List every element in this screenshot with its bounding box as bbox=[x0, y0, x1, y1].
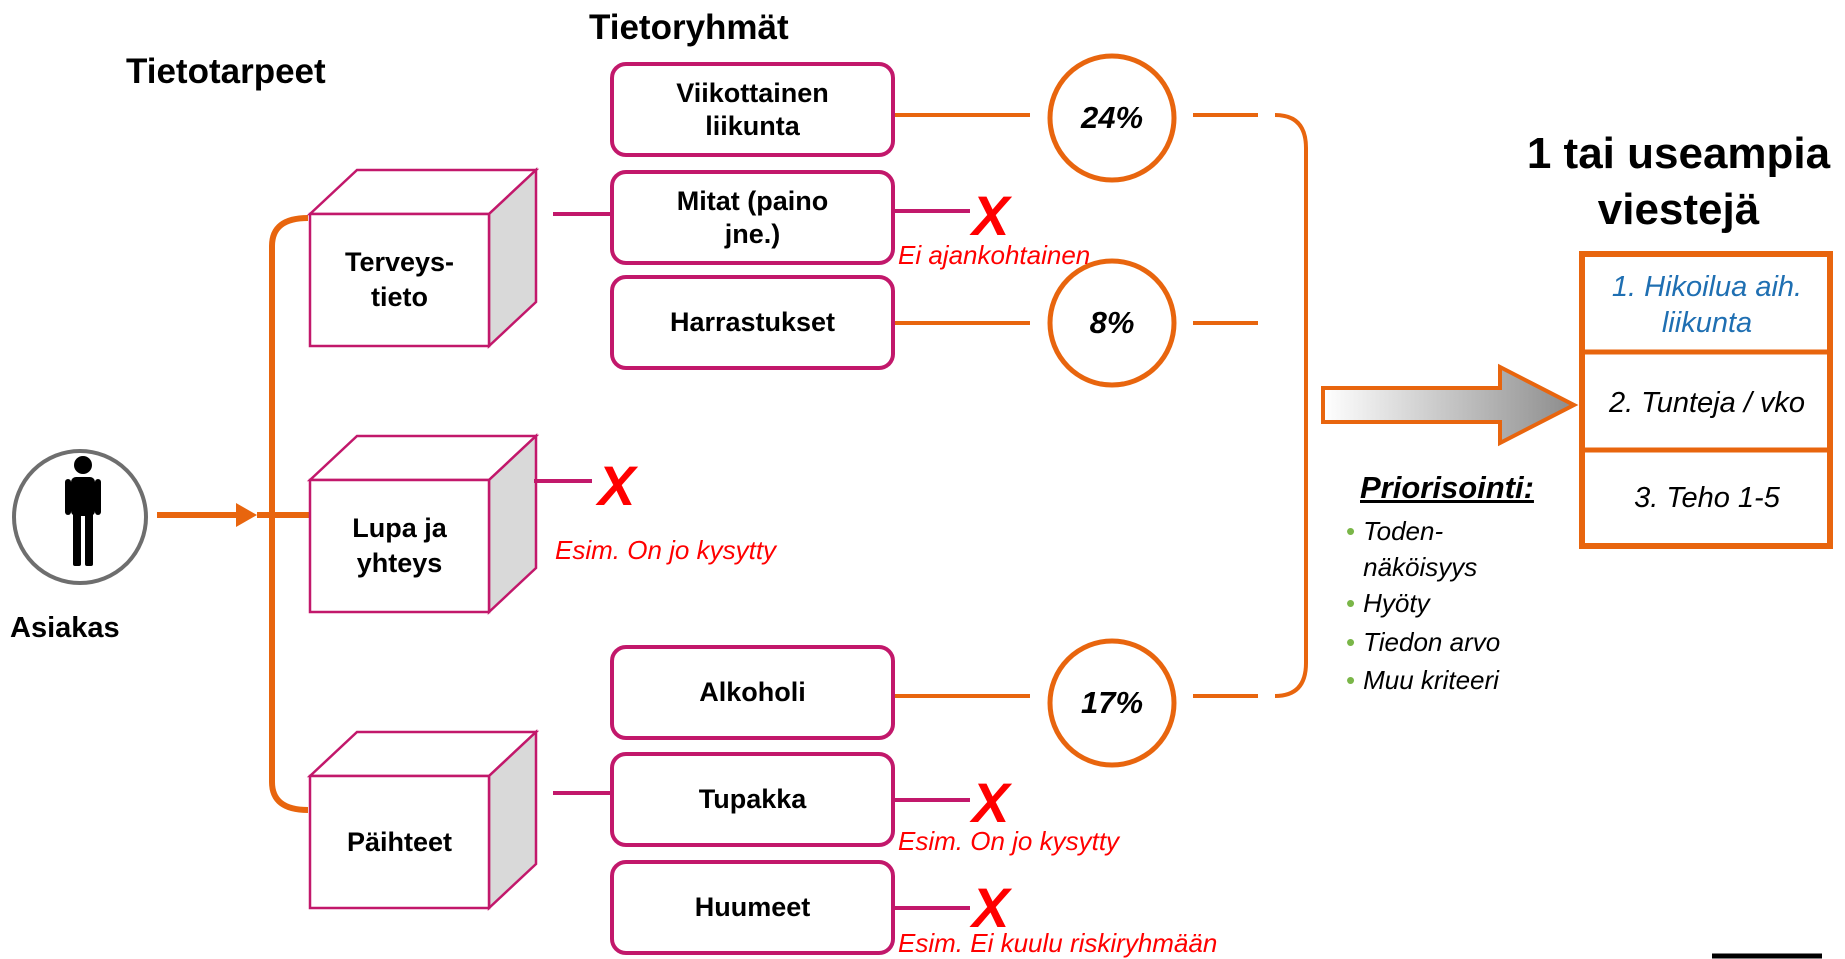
reject-huumeet-note: Esim. Ei kuulu riskiryhmään bbox=[898, 928, 1218, 958]
criterion-2: •Hyöty bbox=[1346, 588, 1430, 619]
bullet-icon: • bbox=[1346, 627, 1356, 657]
groups-bracket bbox=[1274, 113, 1308, 698]
need-lupa-label: Lupa ja yhteys bbox=[352, 513, 447, 578]
reject-huumeet-mark: X bbox=[972, 876, 1010, 939]
group-harrastukset: Harrastukset bbox=[610, 275, 895, 370]
cube-terveystieto bbox=[306, 167, 540, 349]
reject-lupa-note: Esim. On jo kysytty bbox=[555, 535, 777, 565]
criterion-4: •Muu kriteeri bbox=[1346, 665, 1499, 696]
group-mitat: Mitat (paino jne.) bbox=[610, 170, 895, 265]
customer-label: Asiakas bbox=[10, 612, 120, 644]
bullet-icon: • bbox=[1346, 516, 1356, 546]
criterion-1-label: Toden- näköisyys bbox=[1363, 516, 1478, 582]
percent-circle-24 bbox=[1047, 53, 1177, 183]
reject-mitat-mark: X bbox=[972, 184, 1010, 247]
group-alkoholi: Alkoholi bbox=[610, 645, 895, 740]
message-2: 2. Tunteja / vko bbox=[1608, 386, 1806, 419]
need-terveystieto-label: Terveys- tieto bbox=[344, 247, 455, 312]
reject-tupakka-mark: X bbox=[972, 771, 1010, 834]
reject-lupa-mark: X bbox=[598, 454, 636, 517]
group-viikottainen-liikunta: Viikottainen liikunta bbox=[610, 62, 895, 157]
percent-circle-8 bbox=[1047, 258, 1177, 388]
reject-mitat-note: Ei ajankohtainen bbox=[898, 240, 1091, 270]
group-tupakka: Tupakka bbox=[610, 752, 895, 847]
person-icon bbox=[65, 456, 101, 566]
result-heading: 1 tai useampia viestejä bbox=[1526, 129, 1831, 234]
reject-tupakka-note: Esim. On jo kysytty bbox=[898, 826, 1120, 856]
percent-harrastukset: 8% bbox=[1089, 305, 1135, 340]
criterion-3-label: Tiedon arvo bbox=[1363, 627, 1501, 657]
percent-circle-17 bbox=[1047, 638, 1177, 768]
customer-arrowhead bbox=[236, 503, 257, 527]
criterion-3: •Tiedon arvo bbox=[1346, 627, 1500, 658]
tietoryhmat-heading: Tietoryhmät bbox=[589, 8, 789, 47]
percent-alkoholi: 17% bbox=[1080, 685, 1144, 720]
percent-liikunta: 24% bbox=[1080, 100, 1144, 135]
group-huumeet: Huumeet bbox=[610, 860, 895, 955]
cube-paihteet bbox=[306, 729, 540, 911]
criterion-1: •Toden- näköisyys bbox=[1346, 513, 1477, 585]
message-1: 1. Hikoilua aih. liikunta bbox=[1611, 270, 1803, 339]
criterion-4-label: Muu kriteeri bbox=[1363, 665, 1499, 695]
tietotarpeet-heading: Tietotarpeet bbox=[126, 52, 326, 91]
bullet-icon: • bbox=[1346, 665, 1356, 695]
result-arrow bbox=[1321, 363, 1579, 447]
message-3: 3. Teho 1-5 bbox=[1634, 482, 1780, 514]
criterion-2-label: Hyöty bbox=[1363, 588, 1430, 618]
need-paihteet-label: Päihteet bbox=[346, 826, 453, 857]
prioritization-title: Priorisointi: bbox=[1360, 470, 1534, 505]
bullet-icon: • bbox=[1346, 588, 1356, 618]
cube-lupa bbox=[306, 433, 540, 615]
messages-box bbox=[1579, 251, 1833, 549]
